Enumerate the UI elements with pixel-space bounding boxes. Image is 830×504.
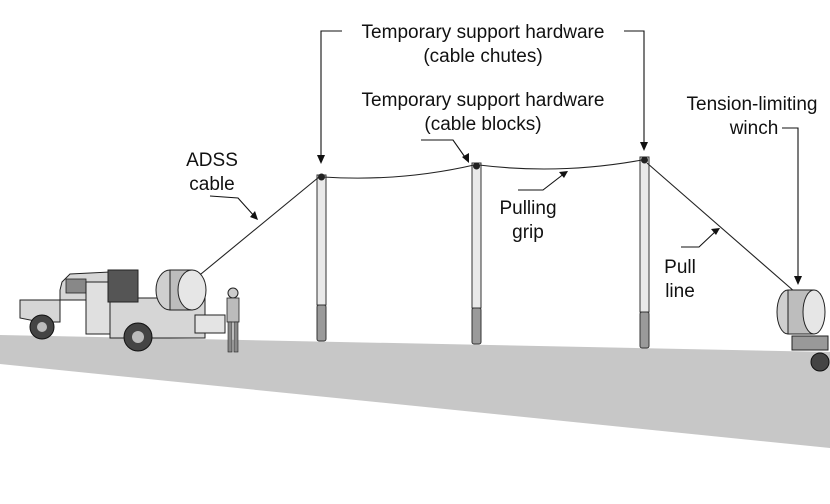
grip-leader (518, 172, 566, 191)
label-grip-line2: grip (512, 222, 544, 243)
pull-leader (681, 229, 718, 248)
arrow-grip (559, 171, 568, 178)
blocks-leader (421, 139, 468, 161)
chutes-leader-right (624, 30, 645, 149)
chutes-leader (320, 30, 342, 162)
arrow-chutes-right (640, 142, 648, 151)
label-blocks-line1: Temporary support hardware (362, 90, 605, 111)
adss-leader (209, 195, 257, 219)
arrow-adss (250, 211, 258, 220)
adss-cable (189, 176, 320, 284)
winch-leader (782, 127, 799, 282)
pole-left (316, 173, 327, 342)
arrow-winch (794, 276, 802, 285)
label-pull-line2: line (665, 281, 695, 302)
truck-icon (19, 269, 226, 352)
winch-icon (776, 289, 830, 372)
label-chutes-line1: Temporary support hardware (362, 22, 605, 43)
label-winch-line1: Tension-limiting (687, 94, 818, 115)
label-chutes-line2: (cable chutes) (423, 46, 542, 67)
arrow-blocks (462, 153, 469, 163)
ground (0, 335, 830, 448)
label-winch-line2: winch (729, 118, 779, 139)
arrow-chutes-left (317, 155, 325, 164)
arrow-pull (711, 228, 720, 235)
label-pull-line1: Pull (664, 257, 696, 278)
worker-icon (226, 287, 240, 353)
label-adss-line1: ADSS (186, 150, 238, 171)
pole-middle (471, 162, 482, 345)
cable-span-1 (322, 164, 475, 179)
label-adss-line2: cable (189, 174, 234, 195)
cable-span-2 (478, 159, 643, 170)
pole-right (639, 156, 650, 349)
pull-line (646, 162, 796, 293)
label-grip-line1: Pulling (499, 198, 556, 219)
label-blocks-line2: (cable blocks) (424, 114, 541, 135)
